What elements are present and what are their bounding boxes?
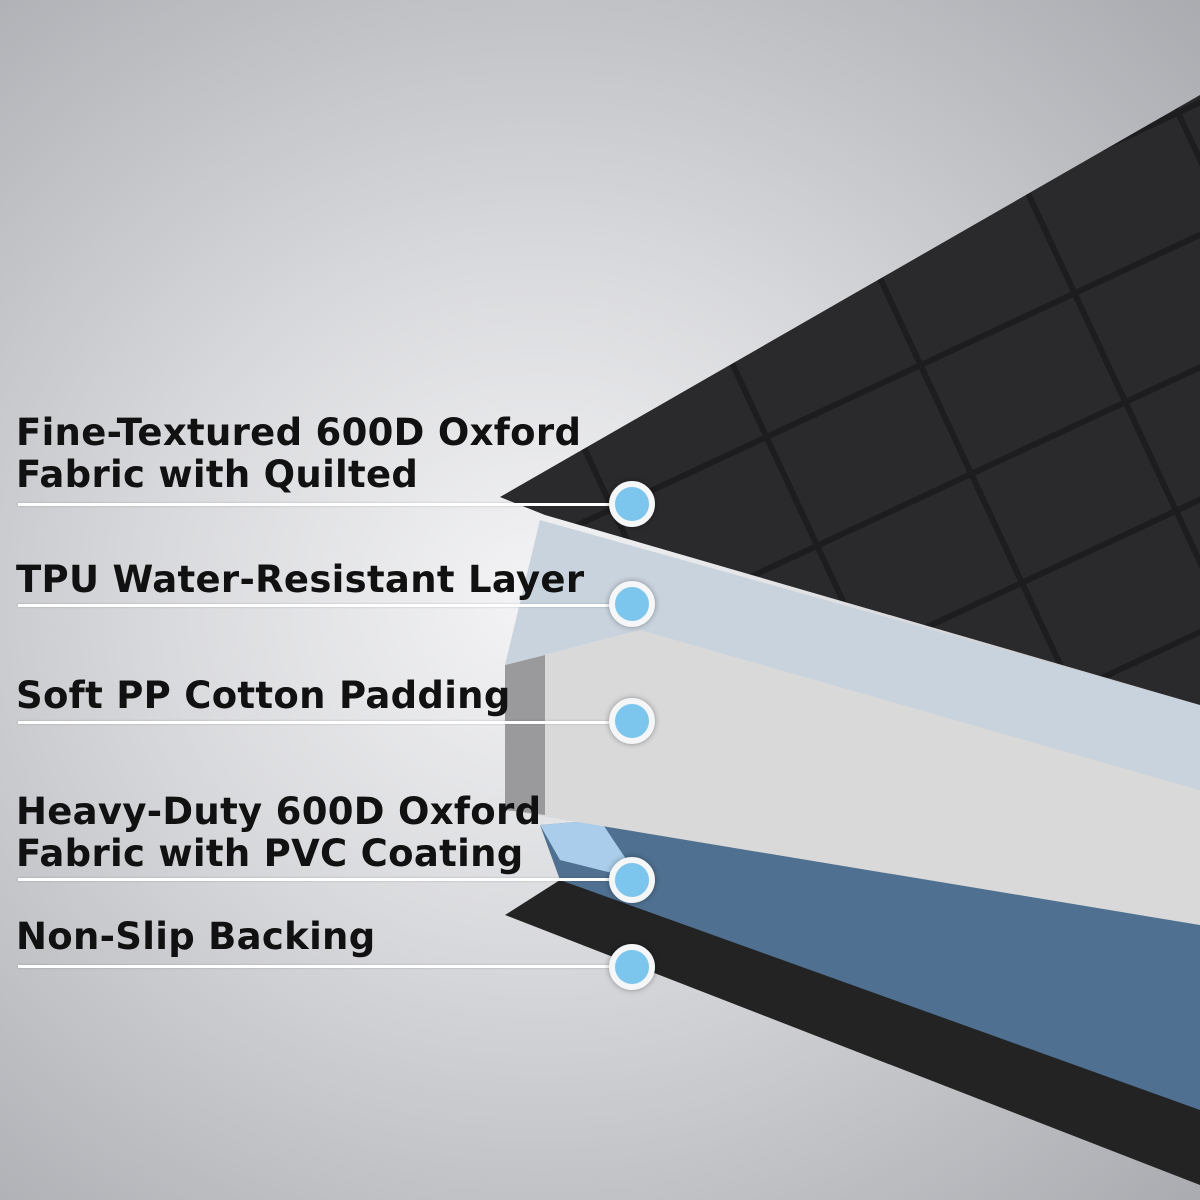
pointer-line [18,965,630,968]
cotton-padding-layer [505,630,1200,925]
backing-layer [505,880,1200,1185]
pointer-line [18,878,630,881]
label-line: TPU Water-Resistant Layer [16,558,585,601]
label-tpu: TPU Water-Resistant Layer [16,559,584,601]
label-quilted-oxford: Fine-Textured 600D Oxford Fabric with Qu… [16,412,581,496]
tpu-layer [505,520,1200,790]
marker-dot-icon [609,698,655,744]
label-cotton: Soft PP Cotton Padding [16,675,511,717]
marker-dot-icon [609,857,655,903]
label-pvc-oxford: Heavy-Duty 600D Oxford Fabric with PVC C… [16,791,541,875]
label-line: Fabric with PVC Coating [16,832,524,875]
label-backing: Non-Slip Backing [16,916,375,958]
quilted-top-layer [500,95,1200,705]
marker-dot-icon [609,944,655,990]
label-line: Fabric with Quilted [16,453,419,496]
marker-dot-icon [609,581,655,627]
pvc-oxford-layer [540,820,1200,1110]
pointer-line [18,604,630,607]
pointer-line [18,721,630,724]
label-line: Non-Slip Backing [16,915,376,958]
label-line: Fine-Textured 600D Oxford [16,411,582,454]
marker-dot-icon [609,481,655,527]
label-line: Soft PP Cotton Padding [16,674,511,717]
pointer-line [18,503,630,506]
label-line: Heavy-Duty 600D Oxford [16,790,542,833]
cotton-front-face [505,655,545,815]
